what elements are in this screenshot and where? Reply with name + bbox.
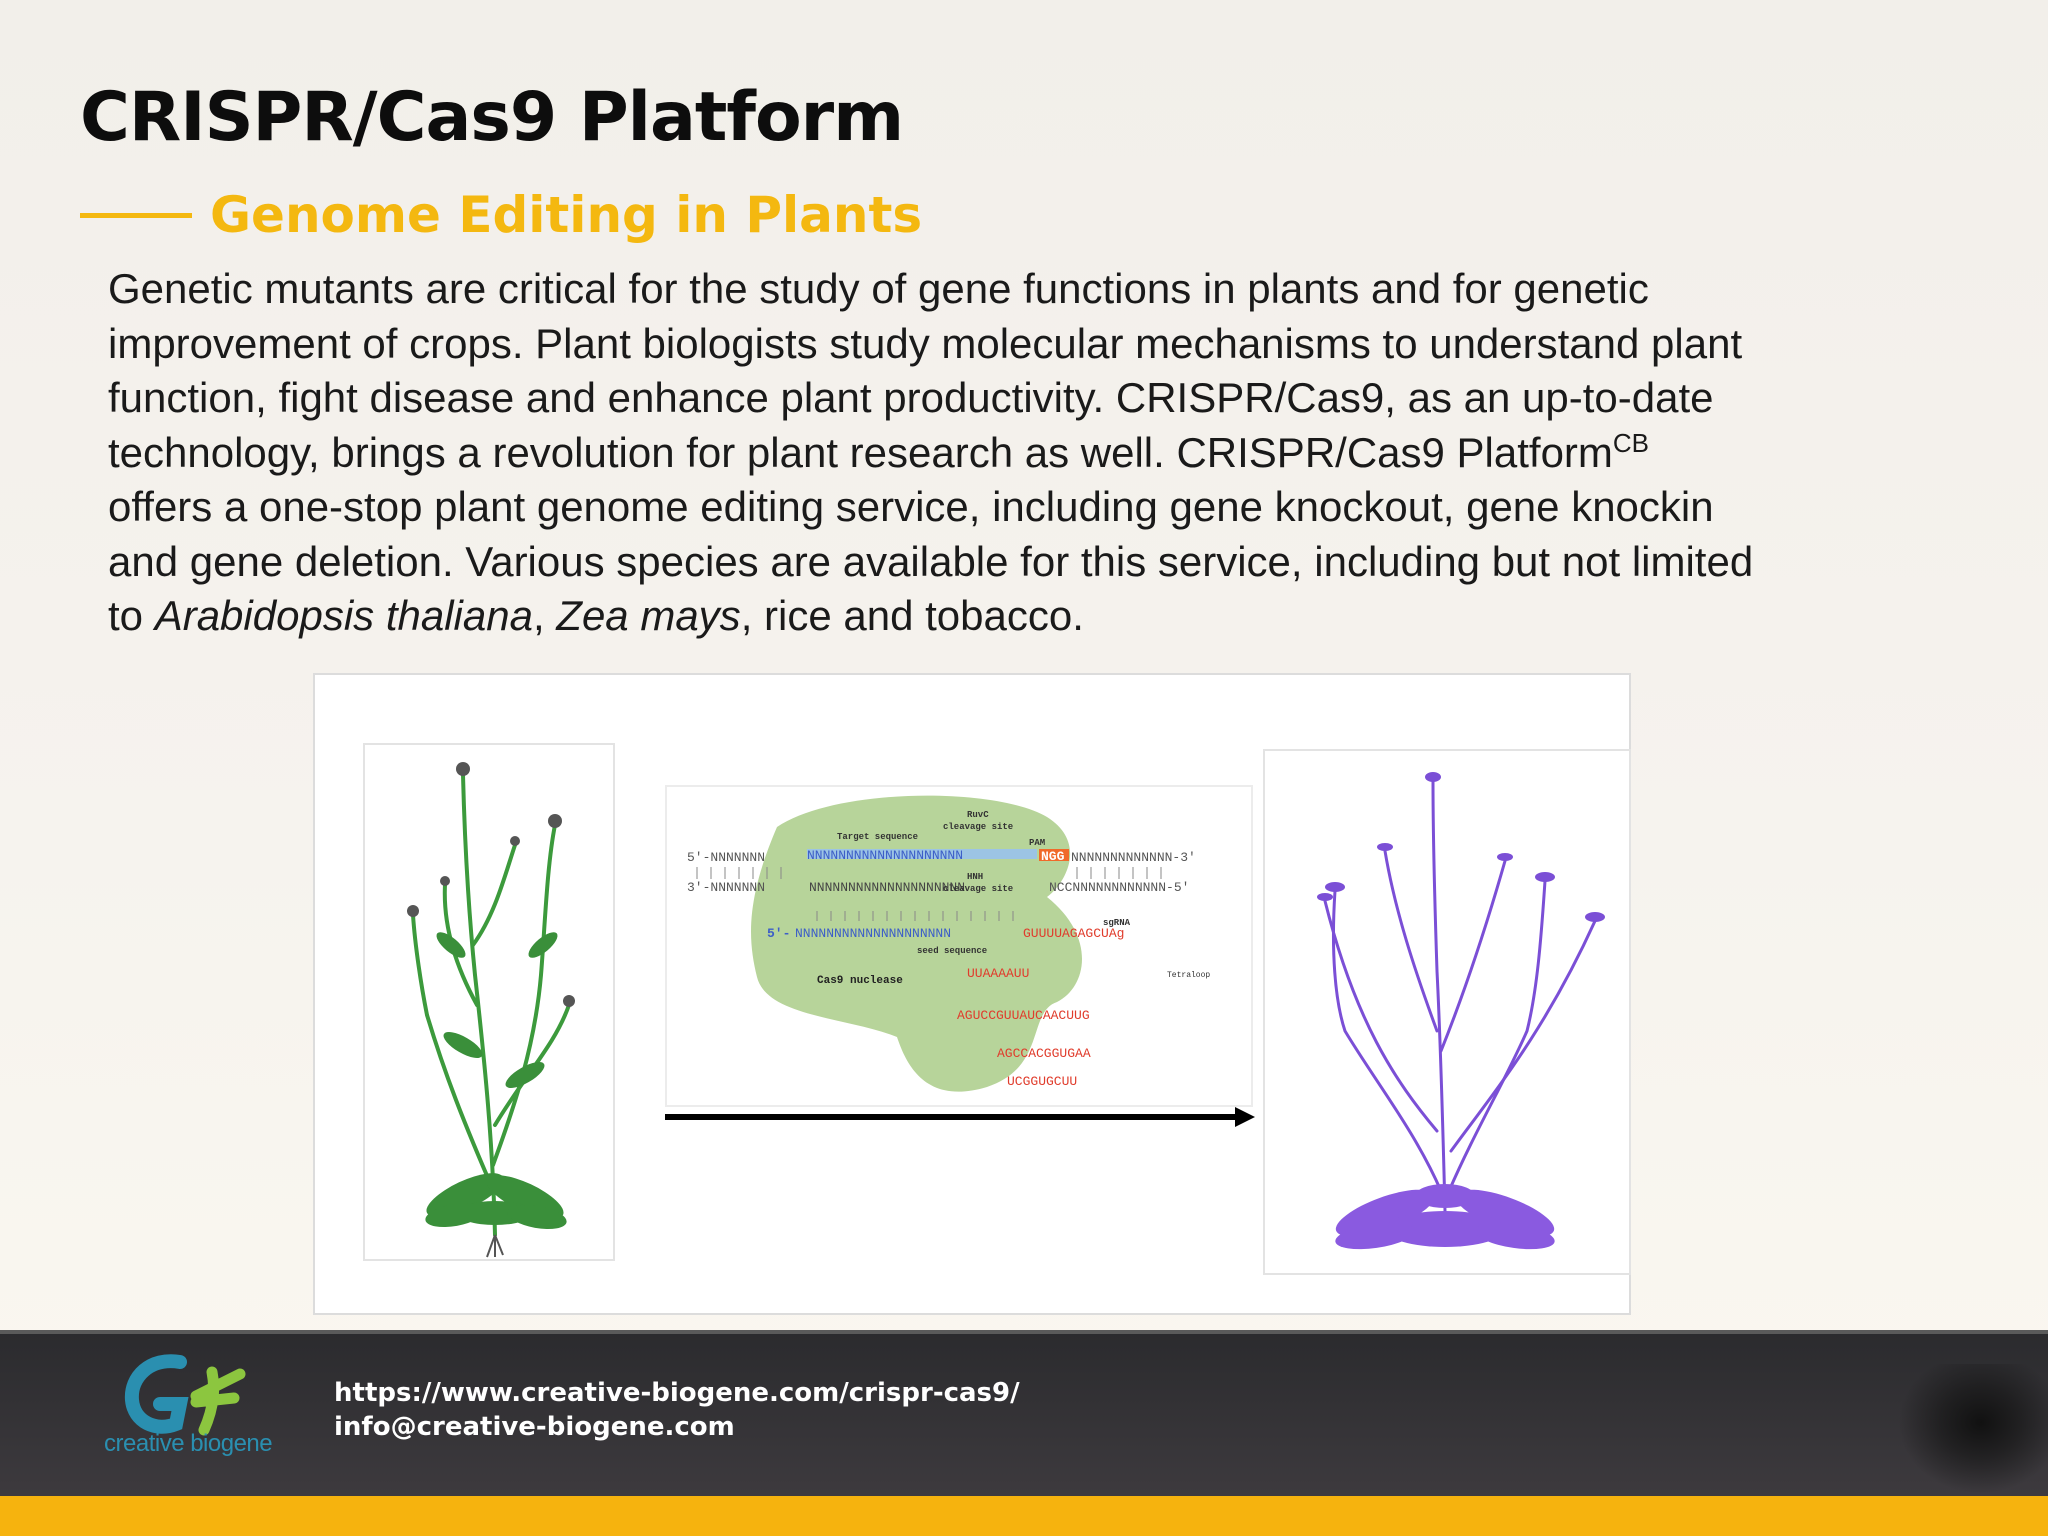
cas9-nuclease-label: Cas9 nuclease xyxy=(817,975,903,987)
subtitle-row: Genome Editing in Plants xyxy=(80,186,922,244)
species-zea-mays: Zea mays xyxy=(556,592,741,639)
footer: creative biogene https://www.creative-bi… xyxy=(0,1330,2048,1496)
species-arabidopsis: Arabidopsis thaliana xyxy=(154,592,533,639)
body-line-1: Genetic mutants are critical for the stu… xyxy=(108,265,1649,312)
body-line-7-post: , rice and tobacco. xyxy=(740,592,1084,639)
subtitle-accent-line xyxy=(80,212,192,218)
hnh-label: HNH xyxy=(967,872,983,882)
target-sequence-label: Target sequence xyxy=(837,832,918,842)
body-line-5: offers a one-stop plant genome editing s… xyxy=(108,483,1714,530)
edited-plant-panel xyxy=(1263,749,1631,1275)
green-plant-illustration xyxy=(407,762,575,1258)
pam-seq-top: NGG xyxy=(1041,849,1065,864)
cas9-protein-blob xyxy=(751,795,1082,1092)
guide-5-prime: 5'- xyxy=(767,926,790,941)
tetraloop-label: Tetraloop xyxy=(1167,971,1210,980)
body-line-3: function, fight disease and enhance plan… xyxy=(108,374,1714,421)
contact-info: https://www.creative-biogene.com/crispr-… xyxy=(334,1376,1020,1444)
email-link[interactable]: info@creative-biogene.com xyxy=(334,1412,735,1442)
page-title: CRISPR/Cas9 Platform xyxy=(80,78,904,157)
species-separator: , xyxy=(532,592,557,639)
pam-label: PAM xyxy=(1029,838,1045,848)
body-paragraph: Genetic mutants are critical for the stu… xyxy=(108,262,2008,644)
platform-superscript: CB xyxy=(1612,427,1650,458)
strand-top-3: NNNNNNNNNNNNN-3' xyxy=(1071,850,1196,865)
ruvc-cleavage-label: cleavage site xyxy=(943,822,1013,832)
strand-bot-5: NCCNNNNNNNNNNNN-5' xyxy=(1049,880,1189,895)
body-line-7-pre: to xyxy=(108,592,155,639)
rna-seq-5: UCGGUGCUU xyxy=(1007,1074,1077,1089)
sgrna-label: sgRNA xyxy=(1103,918,1131,928)
rna-seq-2: UUAAAAUU xyxy=(967,966,1029,981)
body-line-2: improvement of crops. Plant biologists s… xyxy=(108,319,1743,367)
right-arrow-icon xyxy=(665,1107,1255,1127)
strand-bot-3: 3'-NNNNNNN xyxy=(687,880,765,895)
rna-seq-1: GUUUUAGAGCUAg xyxy=(1023,926,1124,941)
page-subtitle: Genome Editing in Plants xyxy=(210,186,923,244)
guide-sequence: NNNNNNNNNNNNNNNNNNNN xyxy=(795,926,951,941)
corner-shade-decoration xyxy=(1898,1364,2048,1494)
body-line-6: and gene deletion. Various species are a… xyxy=(108,537,1754,585)
purple-plant-illustration xyxy=(1317,772,1605,1250)
cas9-mechanism-diagram: 5'-NNNNNNN NNNNNNNNNNNNNNNNNNNN NGG NNNN… xyxy=(687,795,1210,1092)
footer-accent-bar xyxy=(0,1496,2048,1536)
strand-bot-mid: NNNNNNNNNNNNNNNNNNNN xyxy=(809,880,965,895)
seed-sequence-label: seed sequence xyxy=(917,946,987,956)
crispr-figure: 5'-NNNNNNN NNNNNNNNNNNNNNNNNNNN NGG NNNN… xyxy=(313,673,1631,1315)
creative-biogene-logo-icon xyxy=(124,1354,246,1436)
hnh-cleavage-label: cleavage site xyxy=(943,884,1013,894)
strand-top-5: 5'-NNNNNNN xyxy=(687,850,765,865)
cas9-mechanism-panel: 5'-NNNNNNN NNNNNNNNNNNNNNNNNNNN NGG NNNN… xyxy=(665,785,1253,1107)
website-link[interactable]: https://www.creative-biogene.com/crispr-… xyxy=(334,1378,1020,1408)
logo-text: creative biogene xyxy=(104,1430,273,1457)
body-line-4: technology, brings a revolution for plan… xyxy=(108,428,1613,476)
target-sequence-seq: NNNNNNNNNNNNNNNNNNNN xyxy=(807,848,963,863)
rna-seq-4: AGCCACGGUGAA xyxy=(997,1046,1091,1061)
ruvc-label: RuvC xyxy=(967,810,989,820)
wildtype-plant-panel xyxy=(363,743,615,1261)
rna-seq-3: AGUCCGUUAUCAACUUG xyxy=(957,1008,1090,1023)
